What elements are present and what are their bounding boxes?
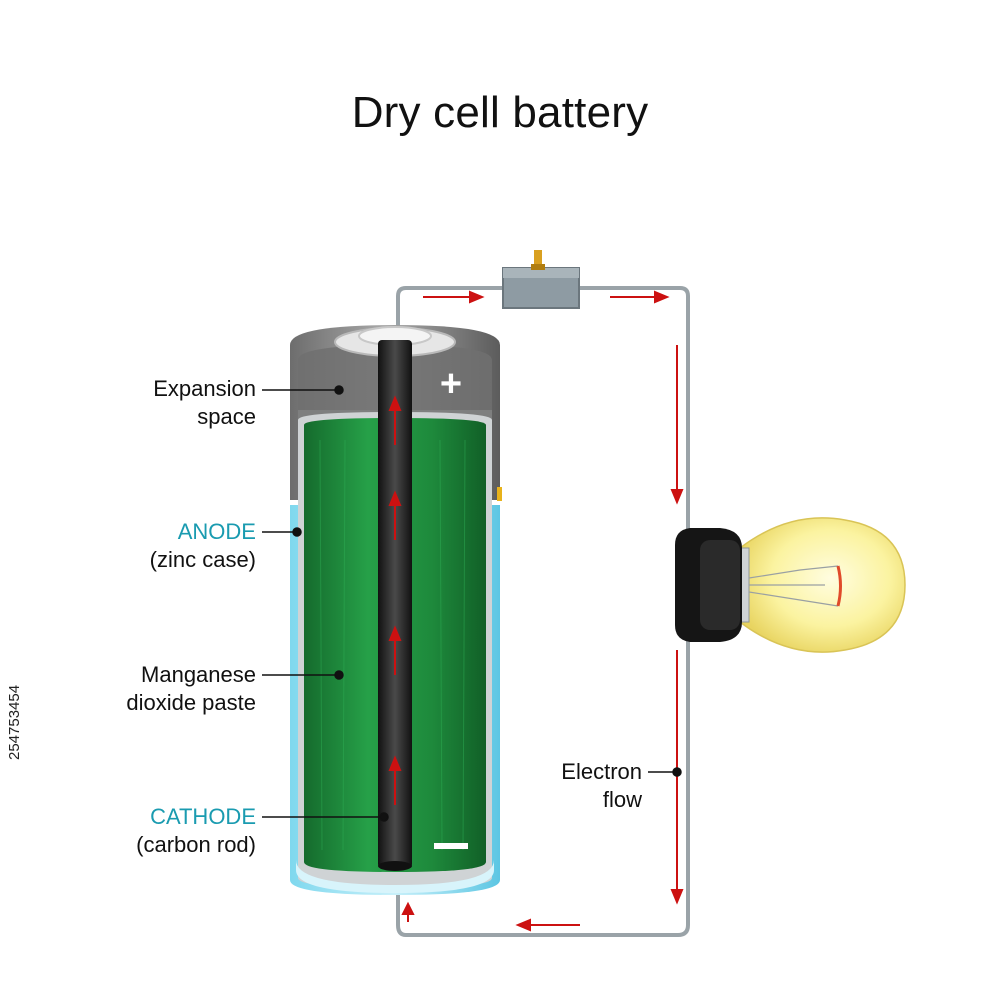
electron-flow-label: Electron flow — [561, 759, 642, 812]
expansion-space-label: Expansion space — [153, 376, 256, 429]
positive-terminal-sign: + — [440, 363, 462, 405]
circuit-wire — [396, 286, 690, 937]
cathode-label: CATHODE (carbon rod) — [136, 804, 256, 857]
light-bulb-icon — [675, 517, 906, 653]
manganese-paste-label: Manganese dioxide paste — [126, 662, 256, 715]
switch-icon — [502, 250, 580, 309]
anode-label: ANODE (zinc case) — [149, 519, 256, 572]
page-title: Dry cell battery — [351, 88, 649, 137]
leader-lines — [262, 385, 682, 822]
negative-terminal-sign — [434, 843, 468, 849]
side-id-text: 254753454 — [6, 684, 23, 760]
